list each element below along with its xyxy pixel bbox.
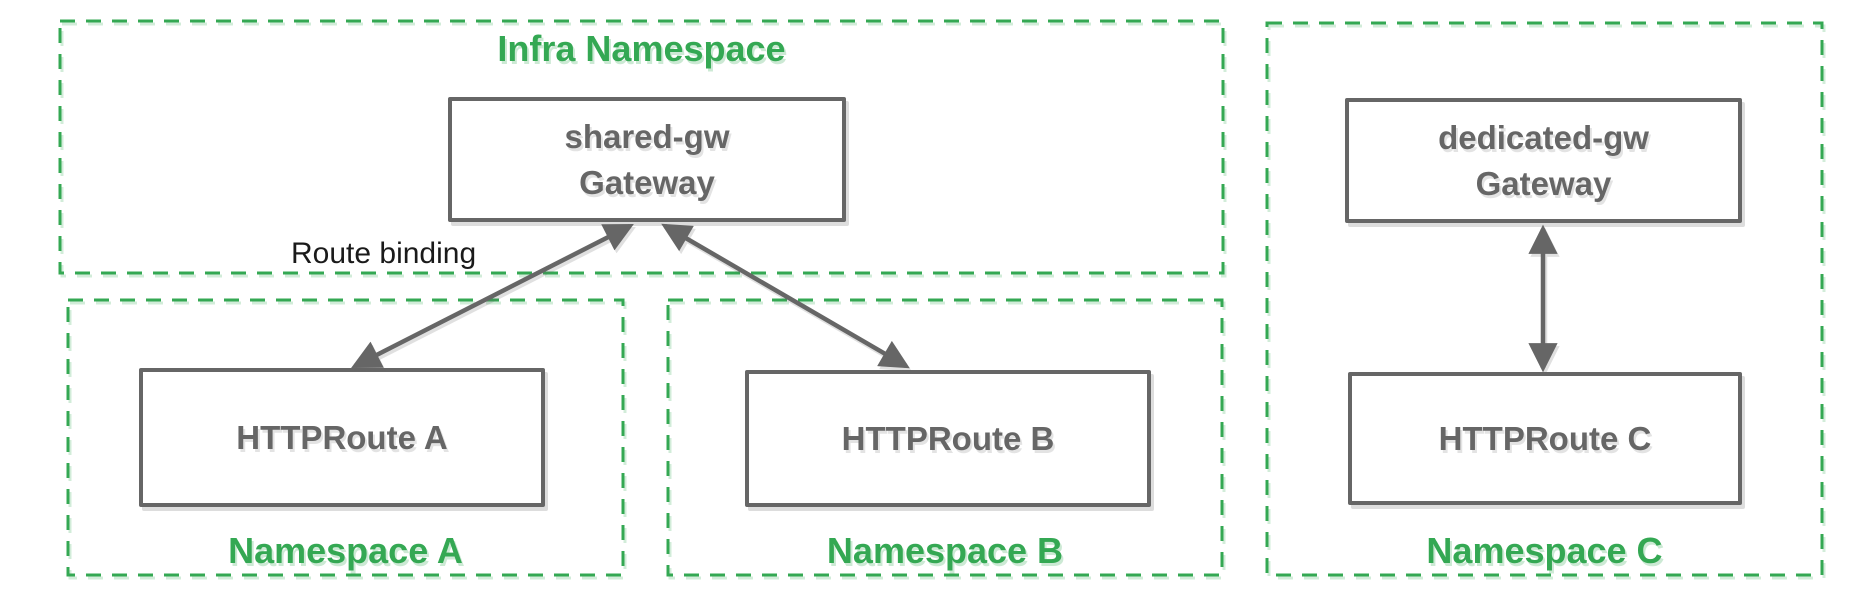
route-b-binding-arrow bbox=[661, 223, 910, 369]
dedicated-gw-name-label: dedicated-gw bbox=[1438, 118, 1649, 156]
shared-gw-name-label: shared-gw bbox=[564, 117, 730, 155]
dedicated-gw-type-label: Gateway bbox=[1475, 164, 1612, 202]
httproute-c-node: HTTPRoute C bbox=[1348, 372, 1742, 505]
dedicated-gw-gateway-node: dedicated-gw Gateway bbox=[1345, 98, 1742, 223]
namespace-b-title: Namespace B bbox=[826, 530, 1064, 571]
httproute-b-node: HTTPRoute B bbox=[745, 370, 1151, 507]
route-binding-annotation: Route binding bbox=[291, 237, 477, 270]
infra-namespace-title: Infra Namespace bbox=[497, 28, 786, 69]
httproute-a-label: HTTPRoute A bbox=[236, 418, 448, 456]
namespace-c-title: Namespace C bbox=[1426, 530, 1663, 571]
shared-gw-type-label: Gateway bbox=[579, 163, 715, 201]
shared-gw-gateway-node: shared-gw Gateway bbox=[448, 97, 846, 222]
httproute-c-label: HTTPRoute C bbox=[1438, 419, 1652, 457]
namespace-a-title: Namespace A bbox=[228, 530, 463, 571]
httproute-a-node: HTTPRoute A bbox=[139, 368, 545, 507]
httproute-b-label: HTTPRoute B bbox=[841, 419, 1055, 457]
